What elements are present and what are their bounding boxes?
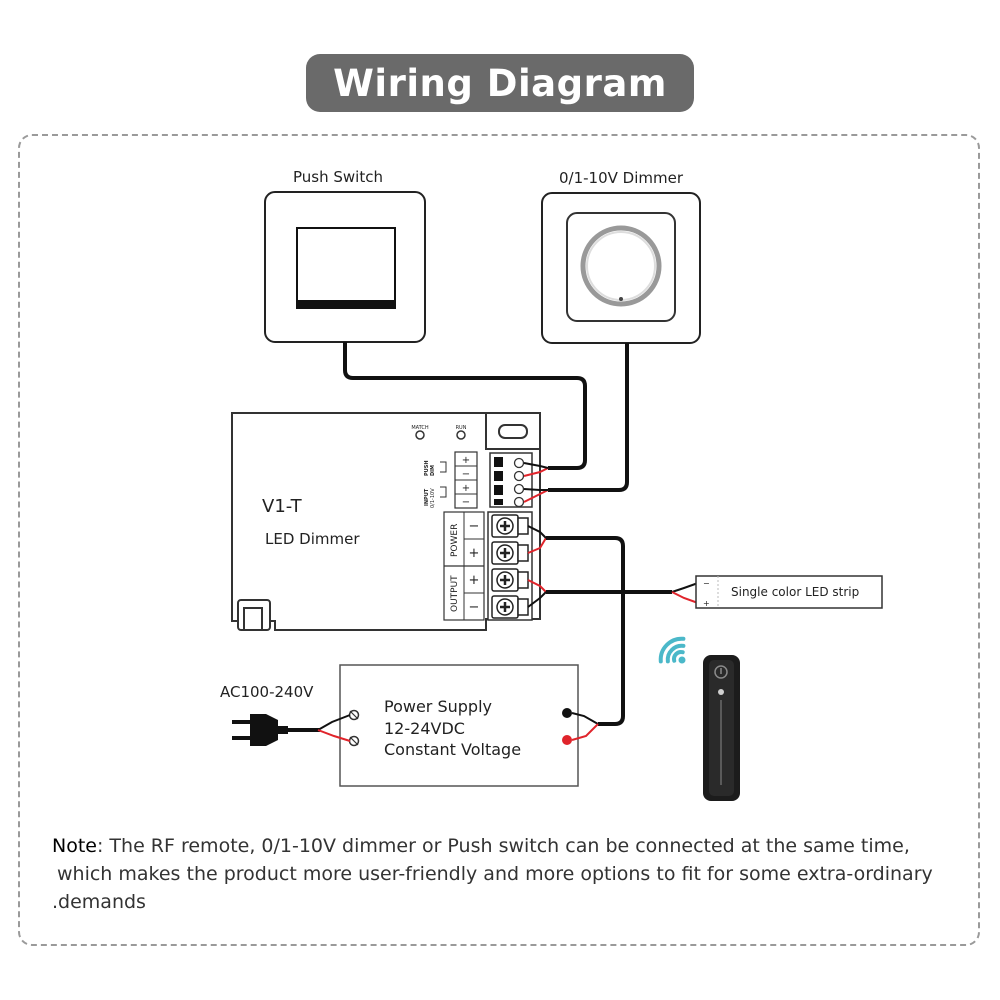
psu-line-1: Power Supply: [384, 697, 492, 716]
svg-text:−: −: [703, 579, 710, 588]
rf-remote-icon[interactable]: [703, 655, 740, 801]
power-wire: [546, 536, 625, 726]
svg-text:+: +: [469, 573, 480, 588]
note-text: Note: The RF remote, 0/1-10V dimmer or P…: [52, 832, 962, 916]
knob-icon: [580, 225, 662, 307]
ac-input-label: AC100-240V: [220, 683, 314, 701]
dimmer-label: 0/1-10V Dimmer: [559, 169, 684, 187]
svg-text:−: −: [469, 519, 480, 534]
power-label: POWER: [450, 524, 460, 557]
svg-text:DIM: DIM: [430, 465, 436, 476]
note-line-1: : The RF remote, 0/1-10V dimmer or Push …: [96, 835, 910, 857]
svg-text:+: +: [703, 599, 710, 608]
svg-text:PUSH: PUSH: [424, 460, 430, 476]
svg-text:−: −: [462, 469, 470, 480]
push-switch-wire: [343, 342, 587, 470]
dimmer-unit: 0/1-10V Dimmer: [541, 169, 701, 344]
svg-text:−: −: [469, 600, 480, 615]
psu-line-2: 12-24VDC: [384, 719, 465, 738]
controller-model: V1-T: [262, 496, 303, 517]
led-strip: − + Single color LED strip: [695, 575, 883, 609]
match-button[interactable]: [415, 430, 425, 440]
svg-text:+: +: [462, 455, 470, 466]
led-dimmer-controller: V1-T LED Dimmer MATCH RUN + − + − PUSH D…: [231, 412, 541, 631]
page-title: Wiring Diagram: [333, 61, 667, 105]
note-line-3: .demands: [52, 891, 146, 913]
run-label: RUN: [456, 425, 467, 431]
svg-text:0/1-10V: 0/1-10V: [430, 488, 436, 508]
push-switch: Push Switch: [264, 168, 426, 343]
svg-text:−: −: [462, 497, 470, 508]
diagram-frame: [18, 134, 980, 946]
power-supply: Power Supply 12-24VDC Constant Voltage: [339, 664, 579, 787]
dimmer-wire: [548, 343, 629, 492]
svg-text:+: +: [469, 546, 480, 561]
ac-plug-icon: [232, 714, 320, 746]
push-switch-label: Push Switch: [293, 168, 383, 186]
svg-text:+: +: [462, 483, 470, 494]
output-label: OUTPUT: [450, 575, 460, 612]
led-strip-label: Single color LED strip: [731, 585, 859, 599]
title-banner: Wiring Diagram: [306, 54, 694, 112]
controller-name: LED Dimmer: [265, 530, 360, 548]
svg-text:INPUT: INPUT: [424, 488, 430, 506]
note-line-2: which makes the product more user-friend…: [57, 863, 933, 885]
run-led: [456, 430, 466, 440]
match-label: MATCH: [411, 425, 429, 431]
wifi-signal-icon: [658, 636, 686, 664]
psu-line-3: Constant Voltage: [384, 740, 521, 759]
note-label: Note: [52, 835, 97, 857]
